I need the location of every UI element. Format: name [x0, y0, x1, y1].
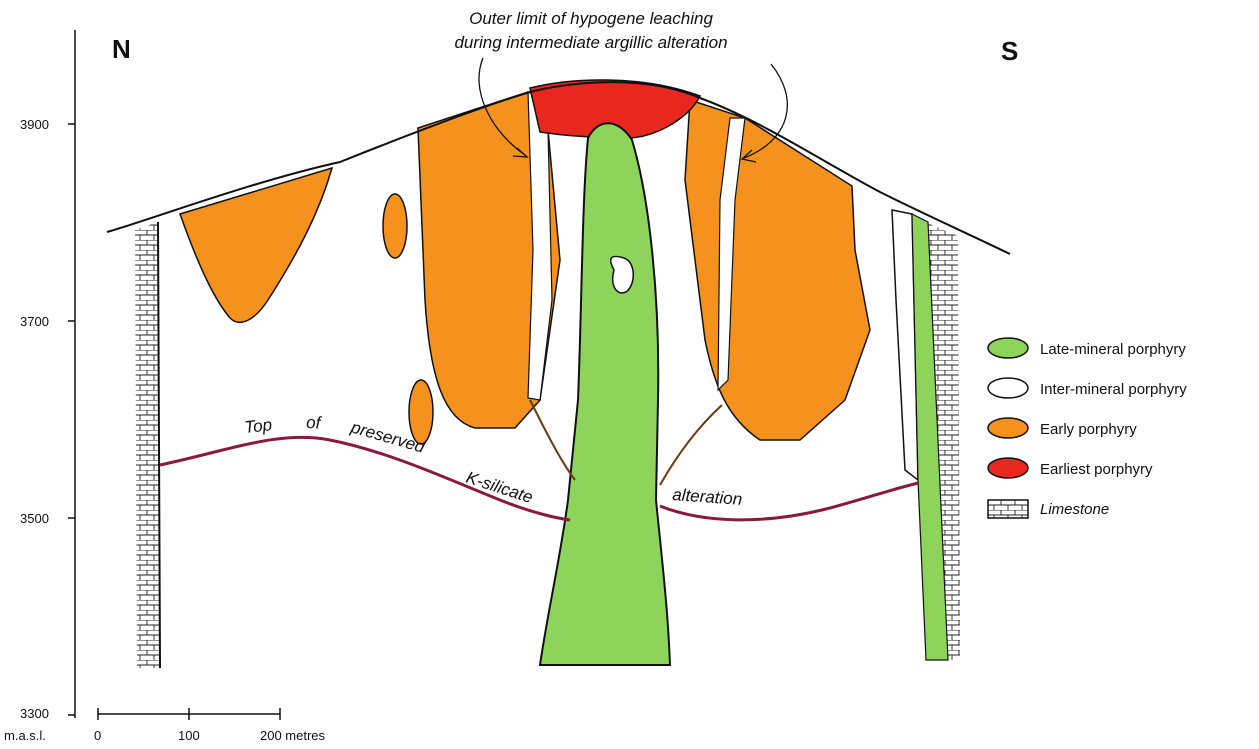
early-porphyry-lens-nw — [180, 168, 332, 322]
y-tick-label: 3300 — [20, 706, 49, 721]
scale-label-100: 100 — [178, 728, 200, 743]
north-label: N — [112, 34, 131, 64]
legend-swatch-early — [988, 418, 1028, 438]
legend-swatch-limestone — [988, 500, 1028, 518]
ksilicate-top-line — [160, 437, 918, 520]
ksilicate-word-alteration: alteration — [672, 485, 743, 509]
annotation-line-2: during intermediate argillic alteration — [454, 33, 727, 52]
inter-mineral-xenolith — [611, 256, 634, 292]
legend-swatch-inter-mineral — [988, 378, 1028, 398]
scale-label-0: 0 — [94, 728, 101, 743]
ksilicate-word-top: Top — [243, 415, 273, 437]
legend-swatch-late-mineral — [988, 338, 1028, 358]
legend: Late-mineral porphyry Inter-mineral porp… — [988, 338, 1187, 518]
legend-label-late-mineral: Late-mineral porphyry — [1040, 341, 1186, 358]
y-tick-label: 3900 — [20, 117, 49, 132]
legend-swatch-earliest — [988, 458, 1028, 478]
scale-bar: 0 100 200 metres — [94, 708, 326, 743]
y-tick-label: 3700 — [20, 314, 49, 329]
legend-label-early: Early porphyry — [1040, 421, 1137, 438]
south-label: S — [1001, 36, 1018, 66]
late-mineral-porphyry-stock — [540, 123, 670, 665]
legend-label-limestone: Limestone — [1040, 501, 1109, 518]
early-porphyry-pod-small-upper — [383, 194, 407, 258]
legend-label-earliest: Earliest porphyry — [1040, 461, 1153, 478]
y-tick-label: 3500 — [20, 511, 49, 526]
limestone-left — [135, 222, 160, 668]
early-porphyry-body-central-south — [685, 100, 870, 440]
ksilicate-word-of: of — [306, 413, 323, 433]
annotation-line-1: Outer limit of hypogene leaching — [469, 9, 713, 28]
contact-line-south — [660, 405, 722, 485]
legend-label-inter-mineral: Inter-mineral porphyry — [1040, 381, 1187, 398]
scale-label-200: 200 metres — [260, 728, 326, 743]
y-unit-label: m.a.s.l. — [4, 728, 46, 743]
contact-line-north — [530, 400, 575, 480]
